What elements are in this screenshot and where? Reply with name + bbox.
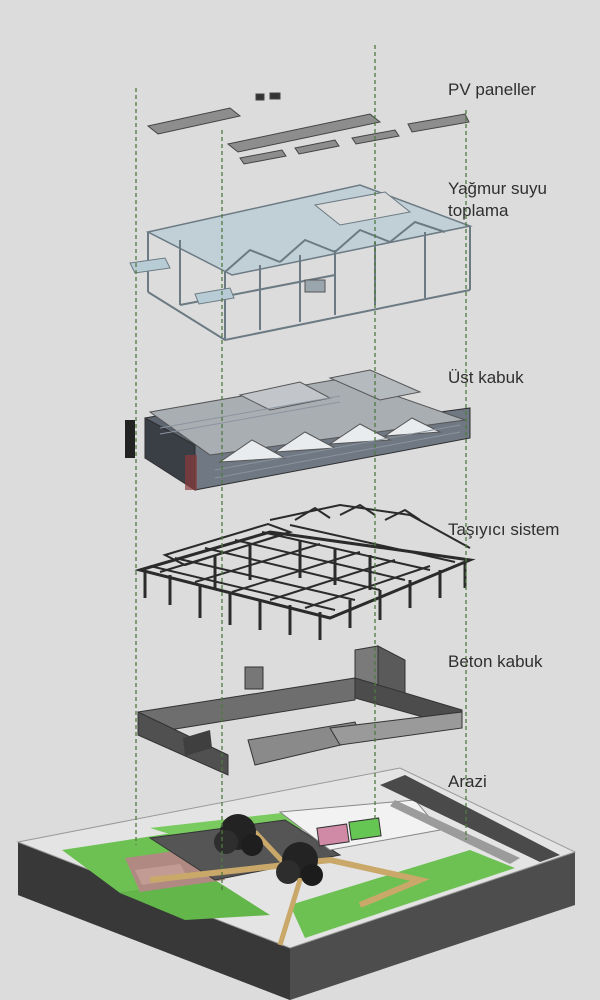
label-site: Arazi — [448, 772, 487, 791]
upper-envelope-layer — [125, 369, 471, 491]
pv-panels-layer — [146, 92, 470, 165]
vertical-guide-lines — [135, 45, 467, 890]
label-structural-system: Taşıyıcı sistem — [448, 520, 560, 539]
label-rainwater-collection: Yağmur suyu toplama — [448, 179, 547, 220]
label-upper-envelope: Üst kabuk — [448, 368, 524, 387]
label-pv-panels: PV paneller — [448, 80, 536, 99]
site-layer — [16, 767, 577, 1000]
label-concrete-shell: Beton kabuk — [448, 652, 543, 671]
rainwater-layer — [129, 184, 473, 342]
structure-layer — [134, 503, 476, 640]
concrete-shell-layer — [137, 645, 463, 776]
